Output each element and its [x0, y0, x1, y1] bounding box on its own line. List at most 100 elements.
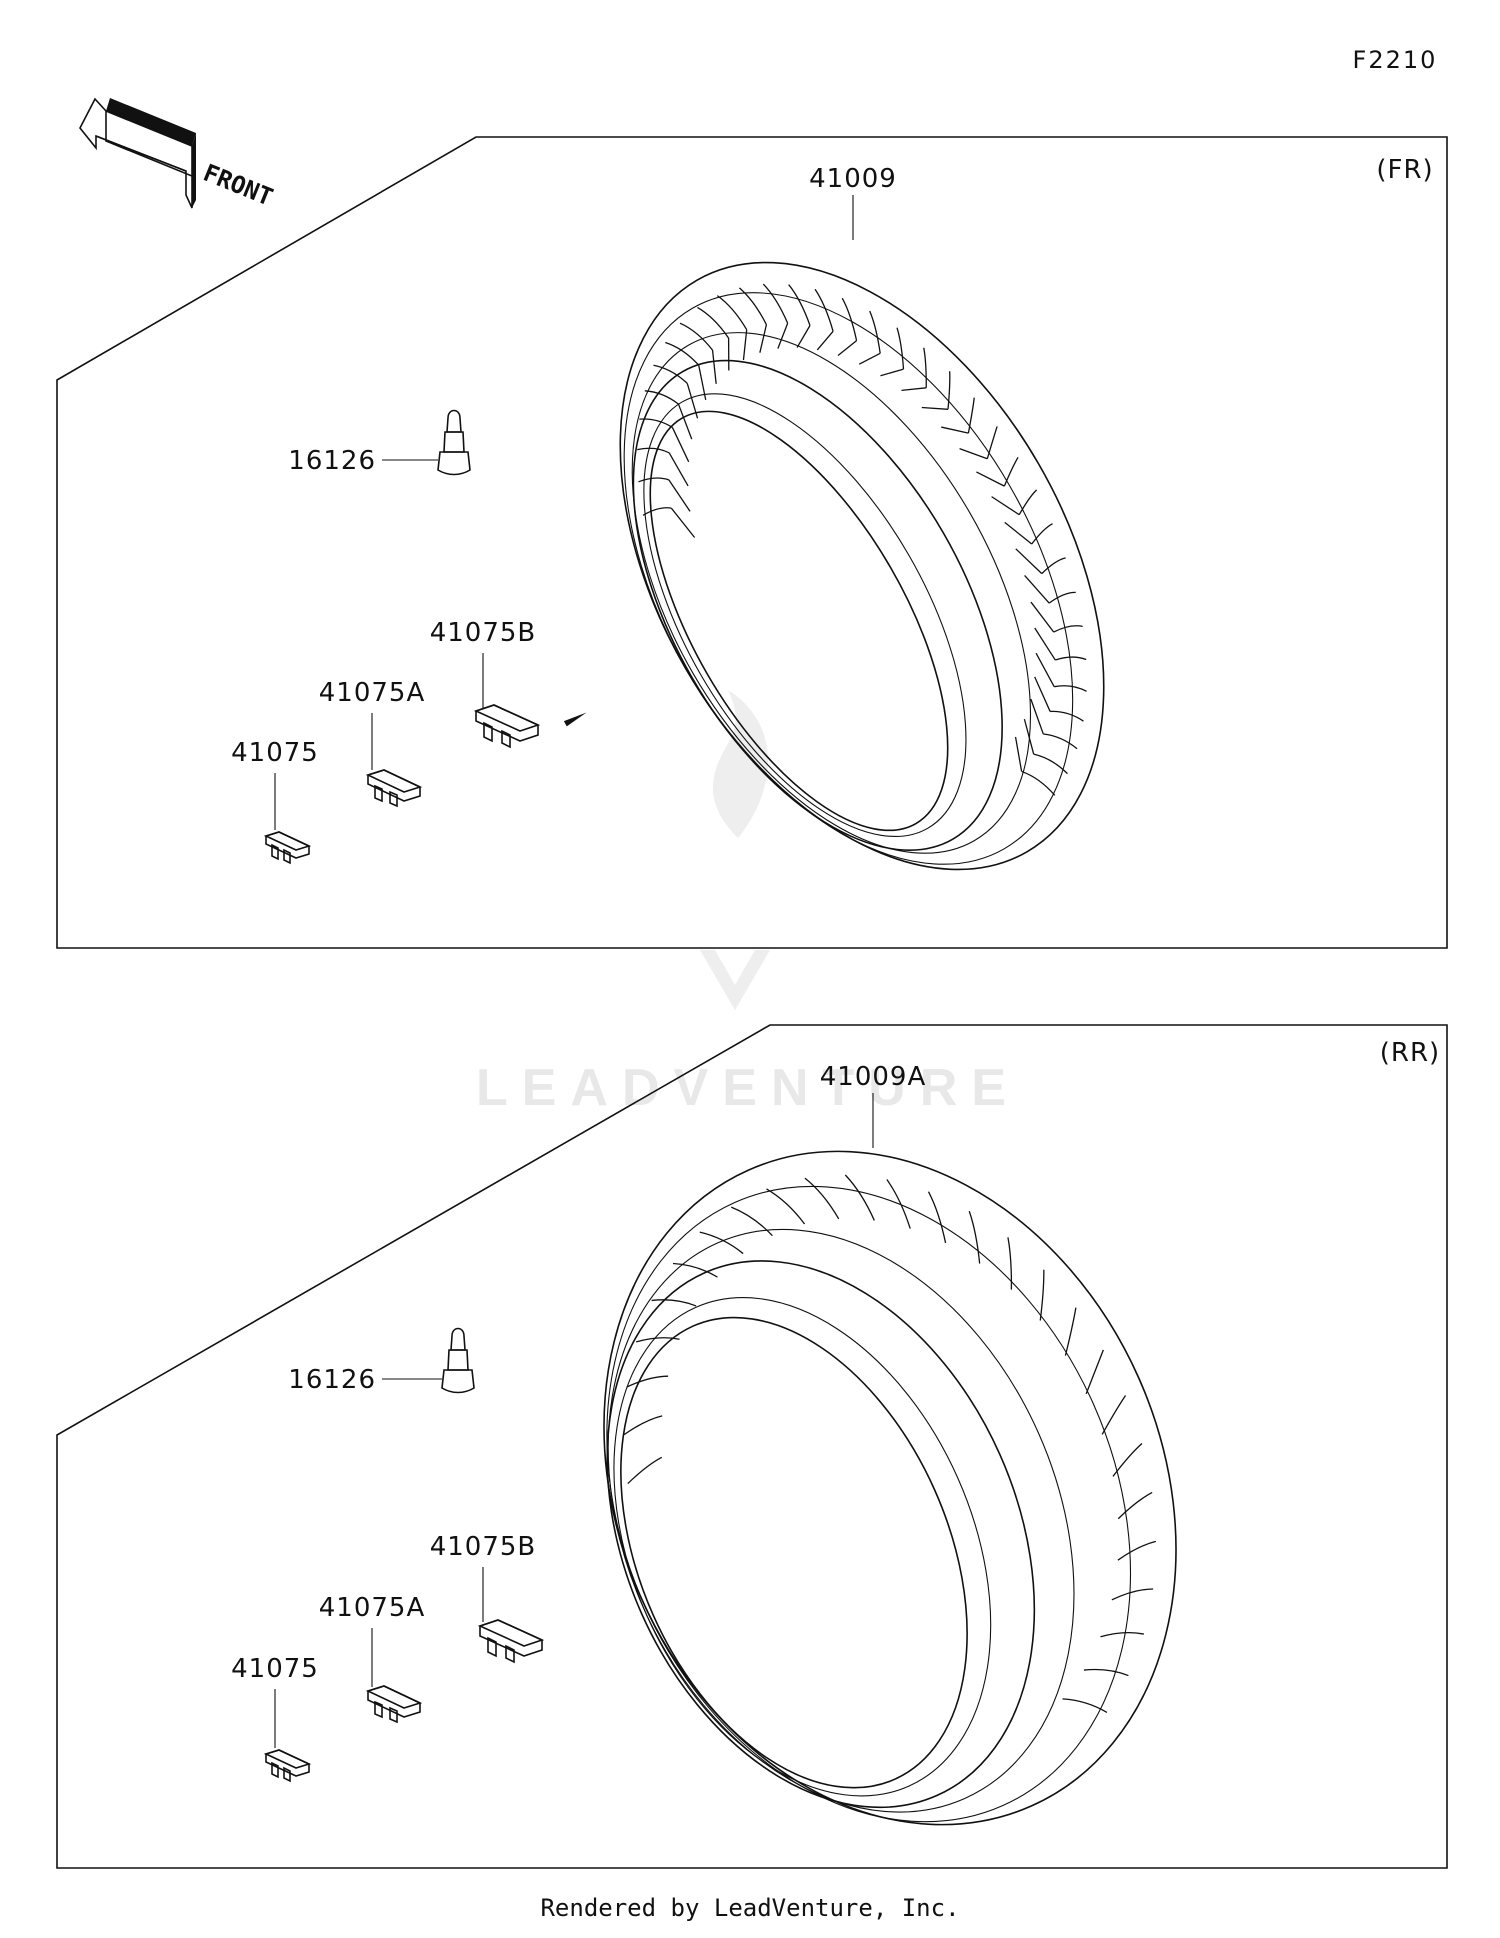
tread-mark	[1033, 753, 1068, 775]
tread-mark	[869, 310, 881, 354]
tread-mark	[1048, 591, 1076, 604]
tread-mark	[923, 347, 927, 388]
tread-mark	[991, 496, 1020, 516]
tread-mark	[638, 477, 670, 483]
weight-part-label: 41075	[231, 738, 319, 768]
tread-mark	[896, 327, 905, 370]
panel-rear-tag: (RR)	[1380, 1038, 1440, 1068]
footer-credit: Rendered by LeadVenture, Inc.	[540, 1894, 960, 1922]
tread-mark	[880, 368, 904, 377]
tread-mark	[742, 329, 748, 361]
tire-part-label: 41009	[809, 164, 897, 194]
tread-mark	[986, 426, 998, 459]
weight-part-label: 41075B	[430, 1532, 537, 1562]
tread-mark	[837, 340, 857, 356]
tread-mark	[627, 1456, 663, 1485]
tread-mark	[927, 1191, 947, 1244]
tread-mark	[1034, 627, 1056, 661]
tread-mark	[1030, 601, 1055, 633]
tread-mark	[730, 1206, 773, 1237]
tread-mark	[1117, 1540, 1157, 1561]
tread-mark	[858, 352, 881, 365]
tread-mark	[1034, 676, 1051, 712]
tread-mark	[644, 390, 679, 405]
panel-rear-frame	[56, 1024, 1448, 1869]
tread-mark	[1035, 652, 1055, 687]
tread-mark	[1004, 521, 1033, 545]
tread-mark	[1112, 1442, 1143, 1477]
valve-part-label: 16126	[288, 446, 376, 476]
tread-mark	[670, 507, 696, 538]
tread-mark	[1111, 1588, 1154, 1601]
balance-weight-icon	[473, 704, 541, 749]
watermark-text: LEADVENTURE	[476, 1059, 1020, 1117]
panel-front: (FR) 41009 16126 41075B	[56, 136, 1448, 949]
tread-mark	[1101, 1395, 1127, 1435]
tread-mark	[699, 1231, 744, 1255]
panel-front-frame	[56, 136, 1448, 949]
tread-mark	[1117, 1491, 1153, 1520]
tread-mark	[959, 447, 988, 460]
tread-mark	[1018, 489, 1038, 516]
tread-mark	[886, 1179, 911, 1229]
tread-mark	[1024, 575, 1050, 604]
tread-mark	[716, 295, 748, 331]
tread-mark	[759, 324, 768, 353]
tread-mark	[1007, 1237, 1013, 1290]
tread-mark	[1054, 685, 1087, 692]
tread-mark	[788, 284, 811, 326]
rear-tire	[603, 1150, 1177, 1826]
tread-mark	[738, 287, 768, 325]
diagram-code: F2210	[1353, 46, 1438, 74]
tread-mark	[976, 471, 1005, 487]
tread-mark	[637, 447, 670, 454]
panel-front-tag: (FR)	[1376, 155, 1433, 185]
tread-mark	[711, 350, 717, 384]
tread-mark	[762, 283, 789, 324]
tread-mark	[679, 322, 714, 351]
tread-mark	[1031, 523, 1053, 545]
tire-part-label: 41009A	[820, 1062, 927, 1092]
tread-mark	[1100, 1631, 1144, 1638]
balance-weight-icon	[365, 1685, 423, 1724]
tread-mark	[668, 452, 689, 487]
tread-mark	[841, 297, 858, 341]
tread-mark	[901, 387, 927, 391]
weight-part-label: 41075A	[319, 1593, 426, 1623]
valve-stem-icon	[441, 1327, 475, 1394]
panel-rear: (RR) 41009A 16126 41075B 41075A	[56, 1024, 1448, 1869]
weight-part-label: 41075	[231, 1654, 319, 1684]
tread-mark	[1030, 698, 1044, 735]
tread-mark	[766, 1188, 806, 1225]
balance-weight-icon	[263, 831, 312, 865]
front-tire	[563, 261, 1105, 871]
tread-mark	[653, 364, 688, 384]
tread-mark	[1015, 548, 1043, 575]
tread-mark	[727, 338, 730, 371]
tread-mark	[698, 365, 707, 401]
tread-mark	[677, 403, 693, 440]
tread-mark	[947, 371, 951, 410]
tread-mark	[651, 1299, 697, 1307]
weight-part-label: 41075A	[319, 678, 426, 708]
tread-mark	[1023, 718, 1035, 755]
tread-mark	[665, 341, 700, 366]
tread-mark	[814, 288, 834, 332]
tread-mark	[1064, 1307, 1077, 1356]
front-label: FRONT	[199, 159, 276, 212]
tread-mark	[1043, 733, 1078, 750]
tread-mark	[968, 1210, 981, 1264]
balance-weight-icon	[477, 1619, 545, 1664]
tread-mark	[1021, 770, 1056, 796]
tread-mark	[1083, 1668, 1129, 1677]
tread-mark	[1062, 1698, 1108, 1714]
valve-stem-icon	[437, 409, 471, 476]
tread-mark	[1050, 710, 1084, 722]
tread-mark	[642, 507, 672, 516]
tread-mark	[668, 479, 691, 512]
tread-mark	[967, 397, 975, 434]
tread-mark	[804, 1177, 840, 1220]
tread-mark	[639, 418, 673, 428]
tread-mark	[921, 406, 949, 410]
